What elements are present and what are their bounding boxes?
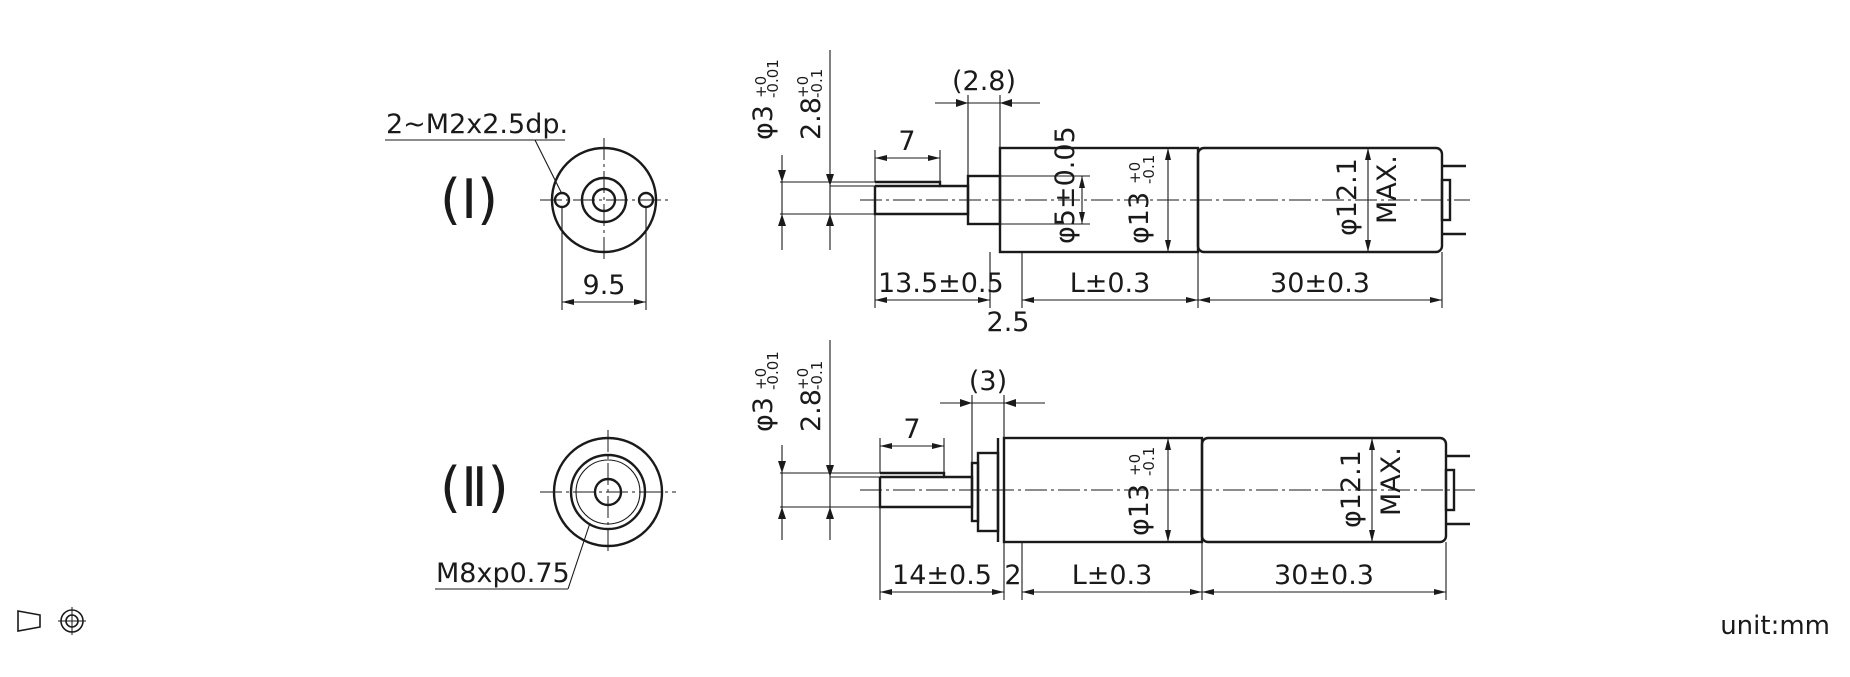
view1-boss-width: (2.8) — [952, 66, 1016, 97]
view2-body-tol-lower: -0.1 — [1140, 447, 1158, 476]
view2-motor-length: 30±0.3 — [1274, 560, 1374, 591]
view1-flat-dim-arrows — [826, 174, 834, 226]
view1-flat-tol-lower: -0.1 — [808, 69, 826, 98]
view2-flat-length: 7 — [903, 414, 920, 445]
view2-side-view: φ3 +0 -0.01 2.8 +0 -0.1 (3) 7 φ13 — [748, 340, 1475, 600]
view1-marker: (Ⅰ) — [440, 168, 498, 231]
view1-boss-dia: φ5±0.05 — [1050, 126, 1081, 244]
view2-motor-dia: φ12.1 — [1336, 450, 1367, 528]
view1-flat-dim: 2.8 — [796, 97, 827, 140]
view2-end-view: (Ⅱ) M8xp0.75 — [435, 430, 676, 590]
view2-flat-dim: 2.8 — [796, 389, 827, 432]
view1-end-view: (Ⅰ) 2~M2x2.5dp. 9.5 — [385, 109, 668, 310]
view1-side-view: φ3 +0 -0.01 2.8 +0 -0.1 (2.8) 7 — [748, 50, 1470, 338]
view1-boss-width-arrows — [956, 99, 1012, 107]
view2-shaft-tol-upper: +0 — [752, 368, 770, 390]
view2-body-dia: φ13 — [1124, 484, 1155, 536]
view1-body-tol-upper: +0 — [1126, 162, 1144, 184]
view1-gap: 2.5 — [987, 307, 1030, 338]
view2-shaft-dia-arrows — [778, 461, 786, 519]
view1-flat-tol-upper: +0 — [794, 76, 812, 98]
view1-motor-max: MAX. — [1372, 155, 1403, 224]
view2-marker: (Ⅱ) — [440, 456, 509, 519]
view1-shaft-tol-lower: -0.01 — [764, 59, 782, 98]
view1-gear-length: L±0.3 — [1070, 268, 1151, 299]
view2-boss-width: (3) — [969, 366, 1007, 397]
view2-boss-width-arrows — [960, 399, 1016, 407]
view1-thread-callout: 2~M2x2.5dp. — [386, 109, 568, 140]
view2-body-tol-upper: +0 — [1126, 454, 1144, 476]
view1-shaft-dia-arrows — [778, 170, 786, 226]
unit-label: unit:mm — [1720, 611, 1830, 641]
view2-gap: 2 — [1004, 560, 1021, 591]
view1-motor-length: 30±0.3 — [1270, 268, 1370, 299]
view2-callout-leader — [567, 522, 591, 590]
view1-shaft-length: 13.5±0.5 — [878, 268, 1004, 299]
view2-shaft-tol-lower: -0.01 — [764, 351, 782, 390]
view2-motor-max: MAX. — [1376, 447, 1407, 516]
view1-shaft-tol-upper: +0 — [752, 76, 770, 98]
view2-shaft-dia: φ3 — [748, 397, 779, 432]
third-angle-projection-icon — [17, 607, 86, 635]
view2-collar-lip — [970, 461, 980, 523]
view1-flat-length: 7 — [898, 126, 915, 157]
view2-shaft-length: 14±0.5 — [892, 560, 992, 591]
view2-thread-collar — [976, 451, 1000, 533]
view1-motor-dia: φ12.1 — [1332, 158, 1363, 236]
view2-gear-length: L±0.3 — [1072, 560, 1153, 591]
view1-body-dia: φ13 — [1124, 192, 1155, 244]
view2-flat-dim-arrows — [826, 465, 834, 519]
view2-flat-tol-lower: -0.1 — [808, 361, 826, 390]
view1-body-tol-lower: -0.1 — [1140, 155, 1158, 184]
view1-shaft-dia: φ3 — [748, 105, 779, 140]
view1-callout-leader — [534, 139, 563, 195]
view2-flat-tol-upper: +0 — [794, 368, 812, 390]
view1-width-dim: 9.5 — [583, 270, 626, 301]
view2-thread-callout: M8xp0.75 — [436, 558, 570, 589]
